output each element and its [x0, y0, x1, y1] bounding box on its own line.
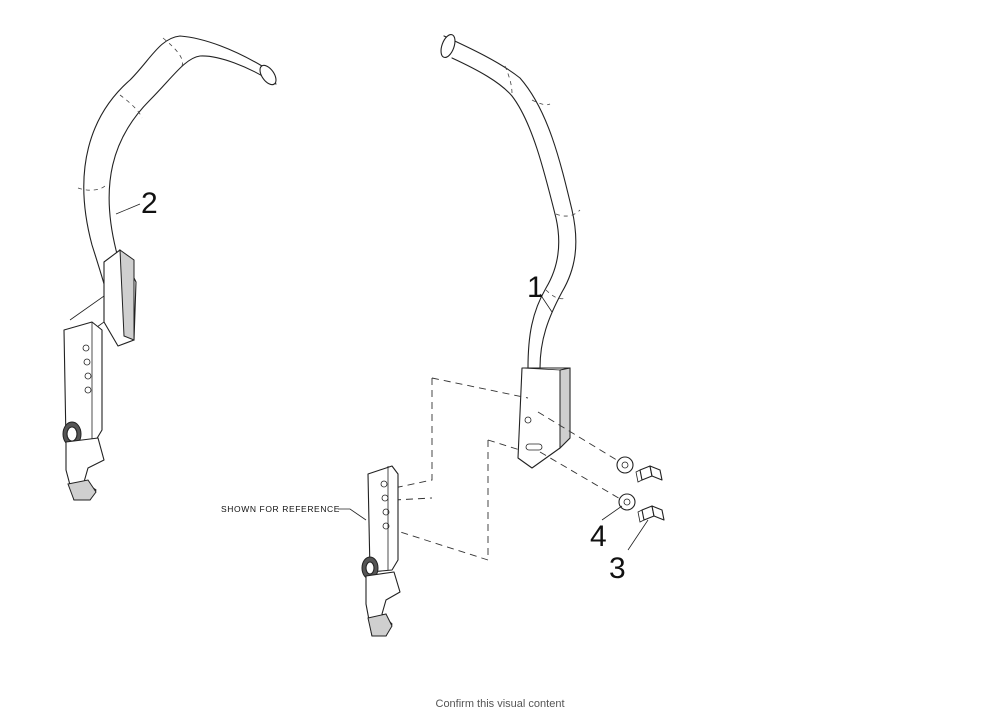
- reference-note: SHOWN FOR REFERENCE: [221, 504, 367, 521]
- callout-label-3: 3: [609, 552, 626, 585]
- part-3-bolts: [635, 465, 665, 523]
- reference-lever: [361, 465, 401, 637]
- callout-4: 4: [590, 505, 623, 553]
- part-1-handle: [440, 33, 581, 469]
- callout-label-4: 4: [590, 520, 607, 553]
- callout-label-2: 2: [141, 187, 158, 220]
- alignment-lines: [393, 377, 623, 561]
- reference-note-label: SHOWN FOR REFERENCE: [221, 504, 340, 514]
- part-2-handle-assembly: [62, 35, 277, 501]
- callout-2: 2: [115, 187, 158, 220]
- callout-1: 1: [527, 271, 553, 313]
- caption: Confirm this visual content: [435, 698, 565, 710]
- part-4-washers: [616, 456, 636, 511]
- callout-label-1: 1: [527, 271, 544, 304]
- callout-3: 3: [609, 519, 649, 585]
